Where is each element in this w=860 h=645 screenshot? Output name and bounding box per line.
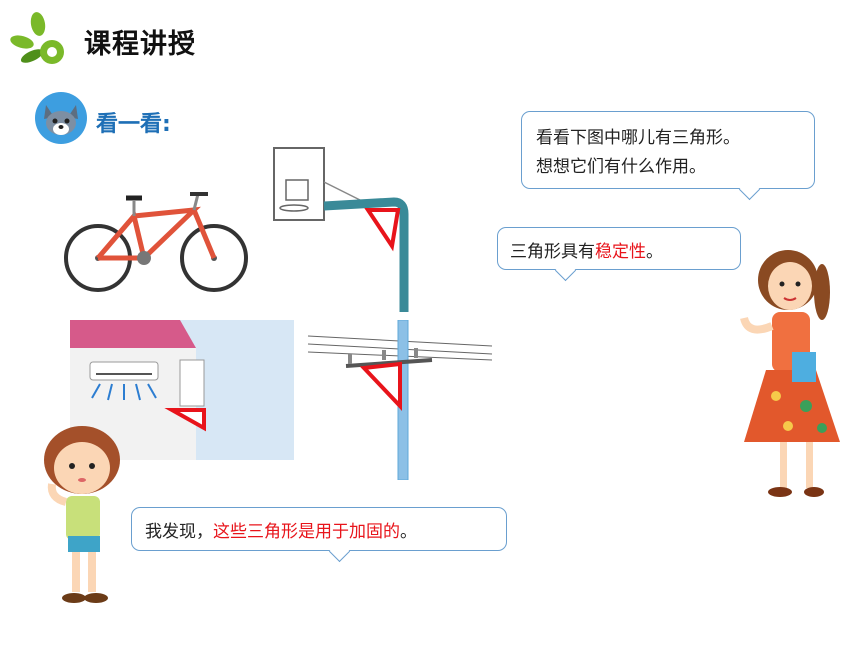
teacher-illustration xyxy=(740,250,840,497)
stability-highlight: 稳定性 xyxy=(595,242,646,262)
section-label: 看一看: xyxy=(96,112,171,137)
basketball-hoop-image xyxy=(273,147,409,312)
girl-thinking-illustration xyxy=(44,426,120,603)
question-line-1: 看看下图中哪儿有三角形。 xyxy=(536,128,740,148)
utility-pole-image xyxy=(307,320,493,480)
wolf-avatar-icon xyxy=(35,92,87,144)
page-title: 课程讲授 xyxy=(84,29,196,60)
question-line-2: 想想它们有什么作用。 xyxy=(536,157,706,177)
finding-bubble: 我发现，这些三角形是用于加固的。 xyxy=(131,507,507,563)
leaf-logo-icon xyxy=(10,12,64,64)
question-bubble: 看看下图中哪儿有三角形。 想想它们有什么作用。 xyxy=(521,111,815,201)
stability-suffix: 。 xyxy=(646,242,663,262)
stability-prefix: 三角形具有 xyxy=(510,242,595,262)
finding-suffix: 。 xyxy=(400,522,417,542)
finding-highlight: 这些三角形是用于加固的 xyxy=(213,522,400,542)
finding-prefix: 我发现， xyxy=(145,522,213,542)
bicycle-image xyxy=(64,192,248,292)
stability-bubble: 三角形具有稳定性。 xyxy=(497,227,741,282)
